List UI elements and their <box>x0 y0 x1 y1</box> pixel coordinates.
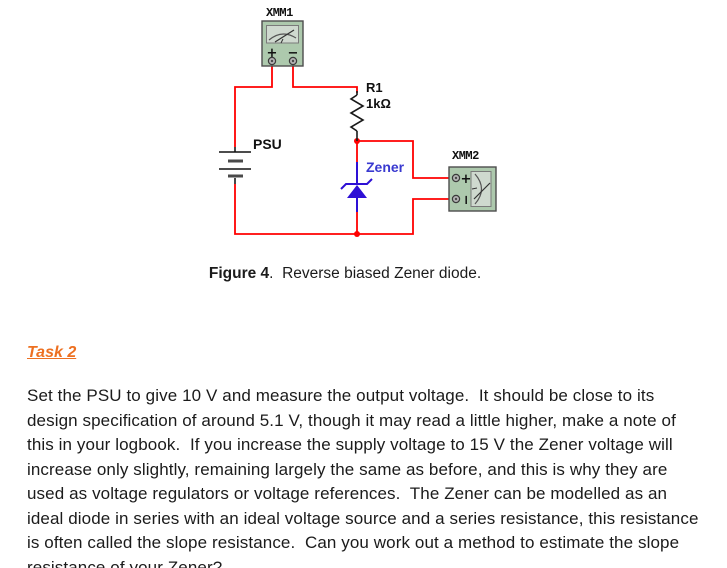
wire-bottom-rail <box>234 184 449 235</box>
zener-label: Zener <box>366 159 405 175</box>
xmm2-meter-pivot <box>471 187 478 190</box>
xmm1-multimeter-icon: + − <box>261 20 304 67</box>
circuit-drawing: + − + − <box>219 20 497 237</box>
junction-dot-bottom <box>354 231 360 237</box>
resistor-symbol <box>349 91 365 141</box>
resistor-zigzag <box>349 94 365 132</box>
resistor-ref-label: R1 <box>366 80 383 95</box>
figure-caption-number: Figure 4 <box>208 265 270 282</box>
figure-caption: Figure 4. Reverse biased Zener diode. <box>0 265 690 283</box>
zener-circuit-figure: + − + − XMM1 <box>219 6 497 237</box>
xmm1-meter-needle <box>274 29 295 43</box>
xmm2-plus-mark: + <box>461 172 472 187</box>
wire-node-to-xmm2 <box>357 140 449 179</box>
circuit-wires <box>234 63 449 235</box>
zener-anode-triangle <box>347 185 367 198</box>
zener-cathode-bar <box>340 178 373 190</box>
figure-caption-text: . Reverse biased Zener diode. <box>269 265 482 282</box>
xmm2-meter-needle <box>473 182 491 200</box>
wire-left-loop <box>234 63 273 147</box>
psu-label: PSU <box>253 136 282 152</box>
xmm2-minus-mark: − <box>458 195 473 206</box>
resistor-value-label: 1kΩ <box>366 96 391 111</box>
xmm2-meter-arc <box>474 173 483 205</box>
task-body-text: Set the PSU to give 10 V and measure the… <box>27 386 704 568</box>
zener-diode-symbol <box>340 162 373 212</box>
xmm2-multimeter-icon: + − <box>448 166 497 212</box>
task-heading: Task 2 <box>27 344 77 361</box>
xmm1-meter-arc <box>268 33 297 41</box>
xmm1-label: XMM1 <box>266 6 293 20</box>
xmm2-label: XMM2 <box>452 149 479 163</box>
xmm1-minus-mark: − <box>288 46 299 61</box>
xmm1-plus-mark: + <box>267 46 278 61</box>
psu-battery-symbol <box>219 147 251 184</box>
xmm1-meter-pivot <box>280 38 284 44</box>
wire-top-to-resistor <box>292 63 358 93</box>
